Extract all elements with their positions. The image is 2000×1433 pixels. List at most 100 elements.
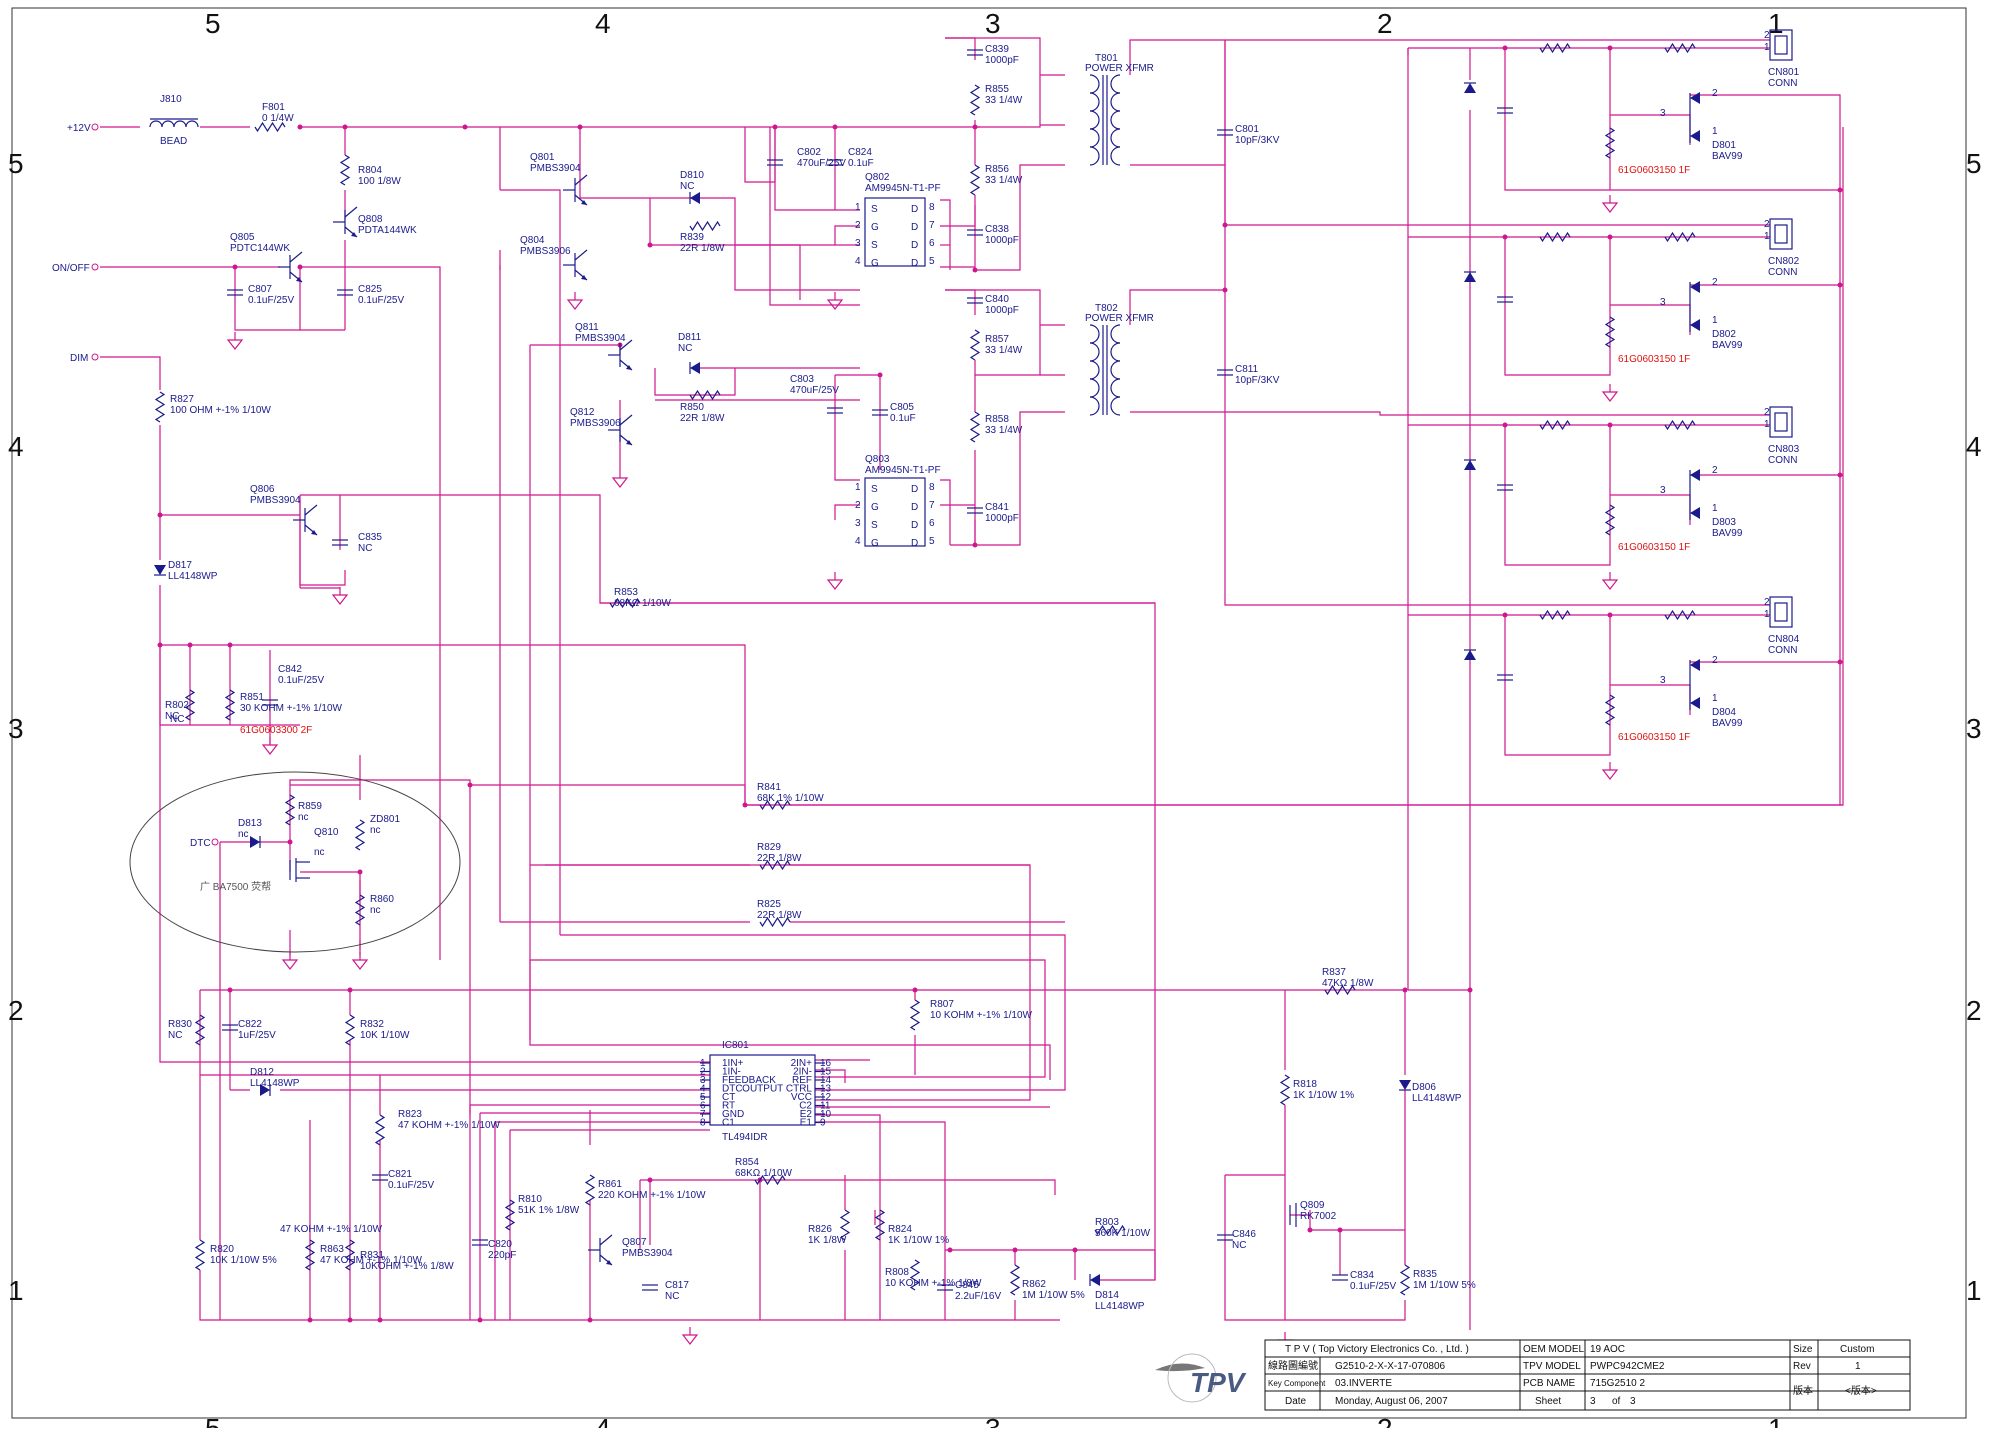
diode-d807[interactable] [1464, 271, 1476, 282]
resistor-r809[interactable] [1664, 419, 1696, 431]
port-12v[interactable]: +12V [67, 123, 99, 134]
diode-d805[interactable] [1464, 82, 1476, 93]
port-dtc[interactable]: DTC [190, 838, 219, 849]
diode-d808[interactable] [1464, 459, 1476, 470]
resistor-r821[interactable] [1664, 42, 1696, 54]
capacitor-c819[interactable] [1497, 107, 1513, 114]
resistor-r834[interactable] [1539, 609, 1571, 621]
resistor-r801[interactable] [1604, 127, 1616, 159]
capacitor-c816[interactable] [1497, 674, 1513, 681]
capacitor-c823[interactable] [1497, 296, 1513, 303]
resistor-r817[interactable] [1539, 42, 1571, 54]
resistor-r816[interactable] [1604, 694, 1616, 726]
resistor-r812[interactable] [1664, 609, 1696, 621]
ic801[interactable]: IC801 TL494IDR 1IN+11IN-2FEEDBACK3DTC4CT… [700, 1040, 832, 1143]
capacitor-c815[interactable] [1497, 484, 1513, 491]
diode-d809[interactable] [1464, 649, 1476, 660]
resistor-r822[interactable] [1664, 231, 1696, 243]
resistor-r814[interactable] [1604, 316, 1616, 348]
resistor-r815[interactable] [1604, 504, 1616, 536]
